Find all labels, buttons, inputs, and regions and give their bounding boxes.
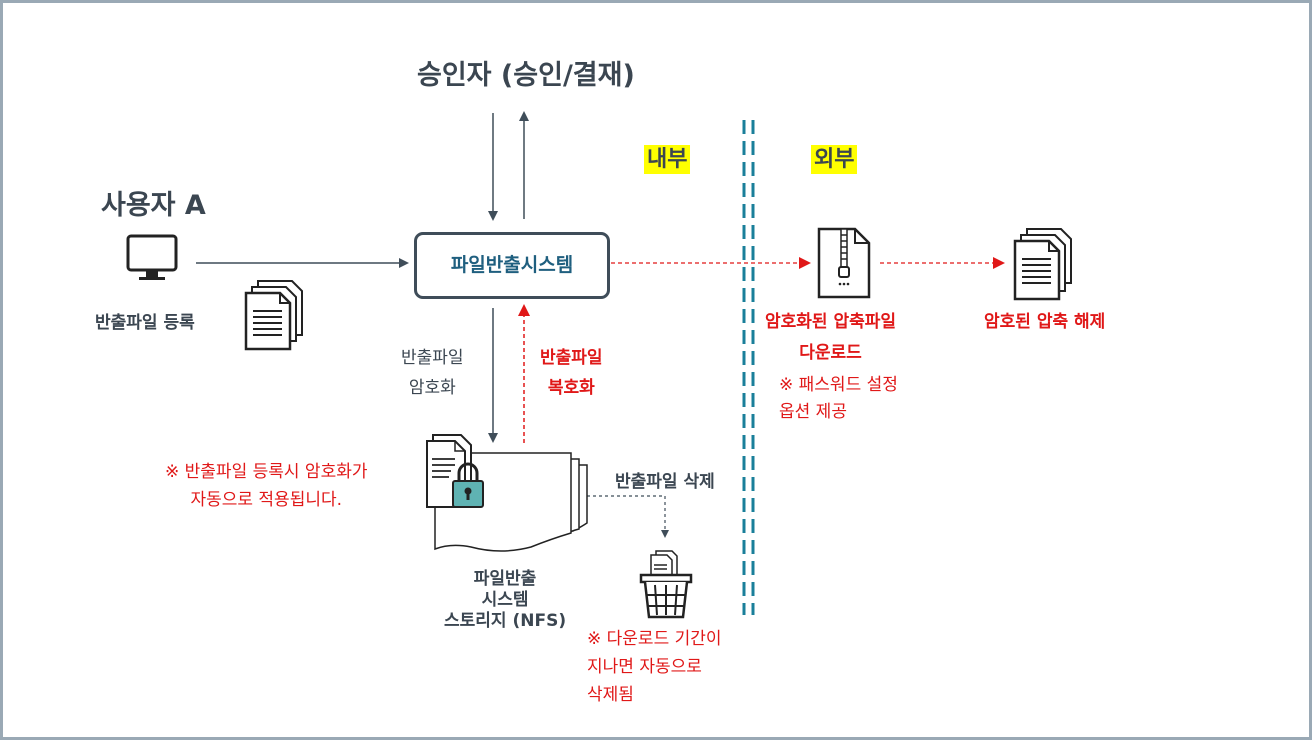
- zone-internal-label: 내부: [644, 141, 691, 174]
- system-label: 파일반출시스템: [450, 254, 574, 276]
- zone-external-label: 외부: [811, 141, 858, 174]
- delete-arrow: [581, 495, 669, 538]
- monitor-icon: [126, 234, 178, 280]
- approver-title: 승인자 (승인/결재): [417, 60, 635, 91]
- trash-bin-icon: [639, 550, 693, 619]
- locked-document-icon: [426, 434, 588, 552]
- unzip-label: 암호된 압축 해제: [984, 312, 1106, 332]
- zip-file-icon: [817, 227, 871, 299]
- connector-layer: [196, 111, 1005, 615]
- delete-label: 반출파일 삭제: [615, 472, 715, 492]
- register-label: 반출파일 등록: [95, 313, 195, 333]
- unzipped-document-icon: [1013, 228, 1072, 301]
- file-export-system-box: 파일반출시스템: [414, 232, 610, 299]
- document-icon: [244, 280, 303, 351]
- user-title: 사용자 A: [101, 190, 206, 221]
- zone-boundary-line: [742, 120, 755, 615]
